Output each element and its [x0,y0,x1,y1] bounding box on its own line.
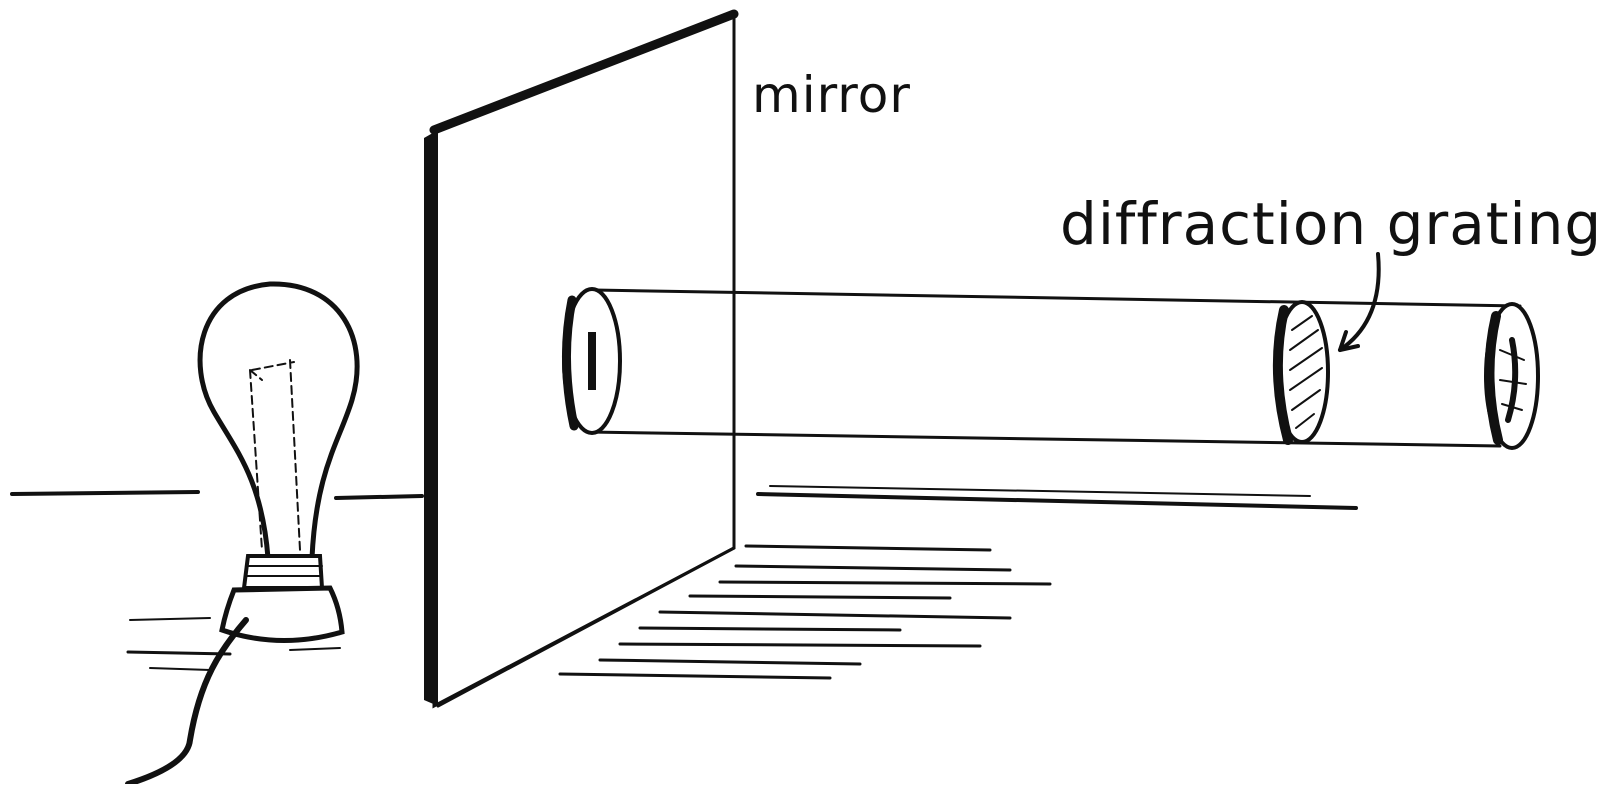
slit-end [564,289,620,433]
mirror-label: mirror [752,66,911,124]
light-bulb [128,284,357,784]
eyepiece-end [1486,304,1538,448]
slit [588,332,596,390]
diffraction-grating [1276,302,1328,442]
diffraction-grating-label: diffraction grating [1060,190,1602,258]
